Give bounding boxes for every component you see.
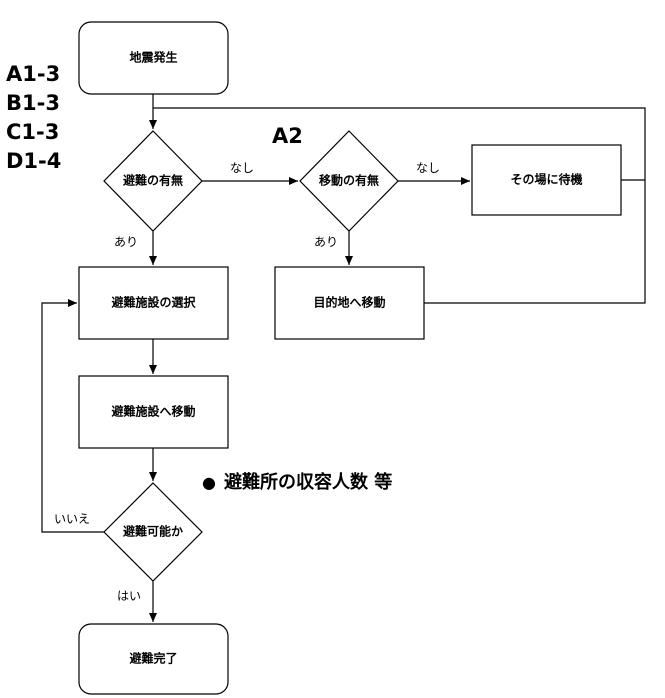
node-wait bbox=[471, 144, 622, 216]
edge-label-evac-no: なし bbox=[230, 161, 254, 175]
edge-label-move-no: なし bbox=[416, 161, 440, 175]
node-move-destination-label: 目的地へ移動 bbox=[313, 295, 385, 310]
edge-possible-no bbox=[41, 299, 104, 533]
label-c1-3: C1-3 bbox=[6, 120, 60, 144]
label-a1-3: A1-3 bbox=[6, 62, 61, 86]
label-d1-4: D1-4 bbox=[6, 149, 62, 173]
node-evac-decision-label: 避難の有無 bbox=[123, 173, 183, 188]
edge-label-possible-no: いいえ bbox=[54, 512, 90, 526]
node-complete-label: 避難完了 bbox=[129, 651, 177, 666]
node-wait-label: その場に待機 bbox=[510, 172, 582, 187]
capacity-note: ● 避難所の収容人数 等 bbox=[202, 468, 392, 494]
edge-label-evac-yes: あり bbox=[114, 235, 138, 249]
bullet-icon: ● bbox=[202, 473, 216, 492]
node-select-facility-label: 避難施設の選択 bbox=[111, 295, 196, 310]
node-select-facility bbox=[78, 266, 229, 340]
node-complete bbox=[78, 623, 229, 695]
node-move-decision-label: 移動の有無 bbox=[319, 173, 379, 188]
edge-label-possible-yes: はい bbox=[117, 589, 141, 603]
capacity-note-text: 避難所の収容人数 等 bbox=[223, 472, 393, 493]
label-a2: A2 bbox=[272, 124, 303, 148]
edge-label-move-yes: あり bbox=[314, 235, 338, 249]
node-move-destination bbox=[274, 266, 425, 340]
node-move-facility bbox=[78, 375, 229, 449]
node-move-facility-label: 避難施設へ移動 bbox=[111, 404, 195, 419]
label-b1-3: B1-3 bbox=[6, 91, 60, 115]
node-possible-decision-label: 避難可能か bbox=[123, 524, 183, 539]
edge-loop-back bbox=[153, 107, 646, 304]
node-start-label: 地震発生 bbox=[129, 50, 177, 65]
